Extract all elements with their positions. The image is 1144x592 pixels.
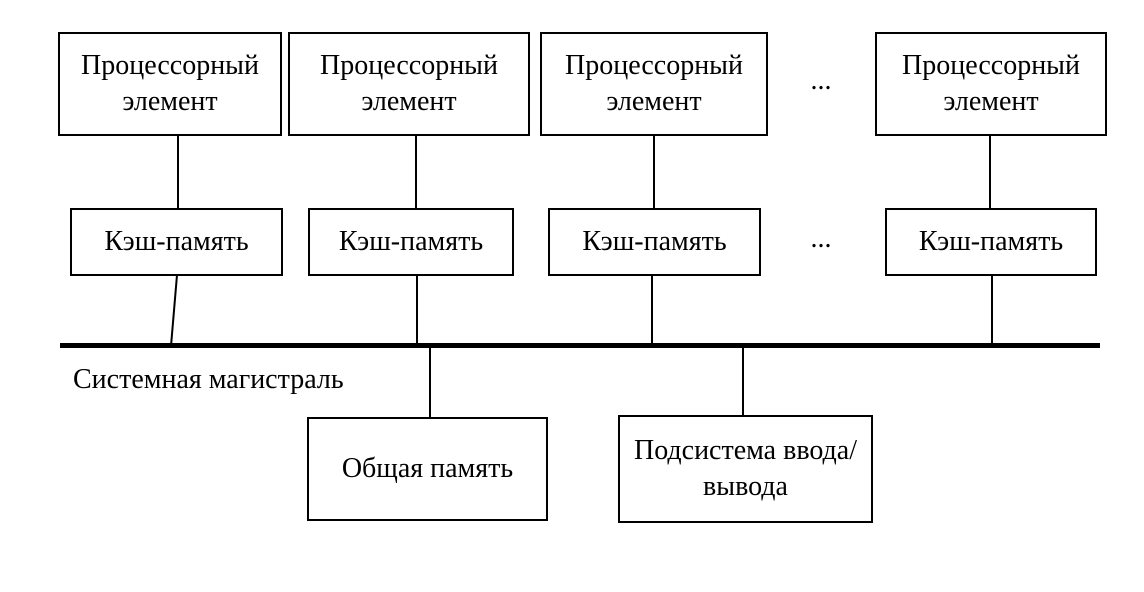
processor-element-box-2: Процессорный элемент: [288, 32, 530, 136]
ellipsis-caches: ...: [810, 223, 832, 254]
io-subsystem-box: Подсистема ввода/вывода: [618, 415, 873, 523]
cache-memory-box-3: Кэш-память: [548, 208, 761, 276]
cache-memory-box-4: Кэш-память: [885, 208, 1097, 276]
processor-element-box-4: Процессорный элемент: [875, 32, 1107, 136]
cache-memory-box-1: Кэш-память: [70, 208, 283, 276]
cache-memory-box-2: Кэш-память: [308, 208, 514, 276]
processor-element-box-3: Процессорный элемент: [540, 32, 768, 136]
connector-cache1-bus: [170, 274, 178, 347]
ellipsis-processors: ...: [810, 65, 832, 96]
system-bus-label: Системная магистраль: [73, 364, 344, 395]
processor-element-box-1: Процессорный элемент: [58, 32, 282, 136]
shared-memory-box: Общая память: [307, 417, 548, 521]
